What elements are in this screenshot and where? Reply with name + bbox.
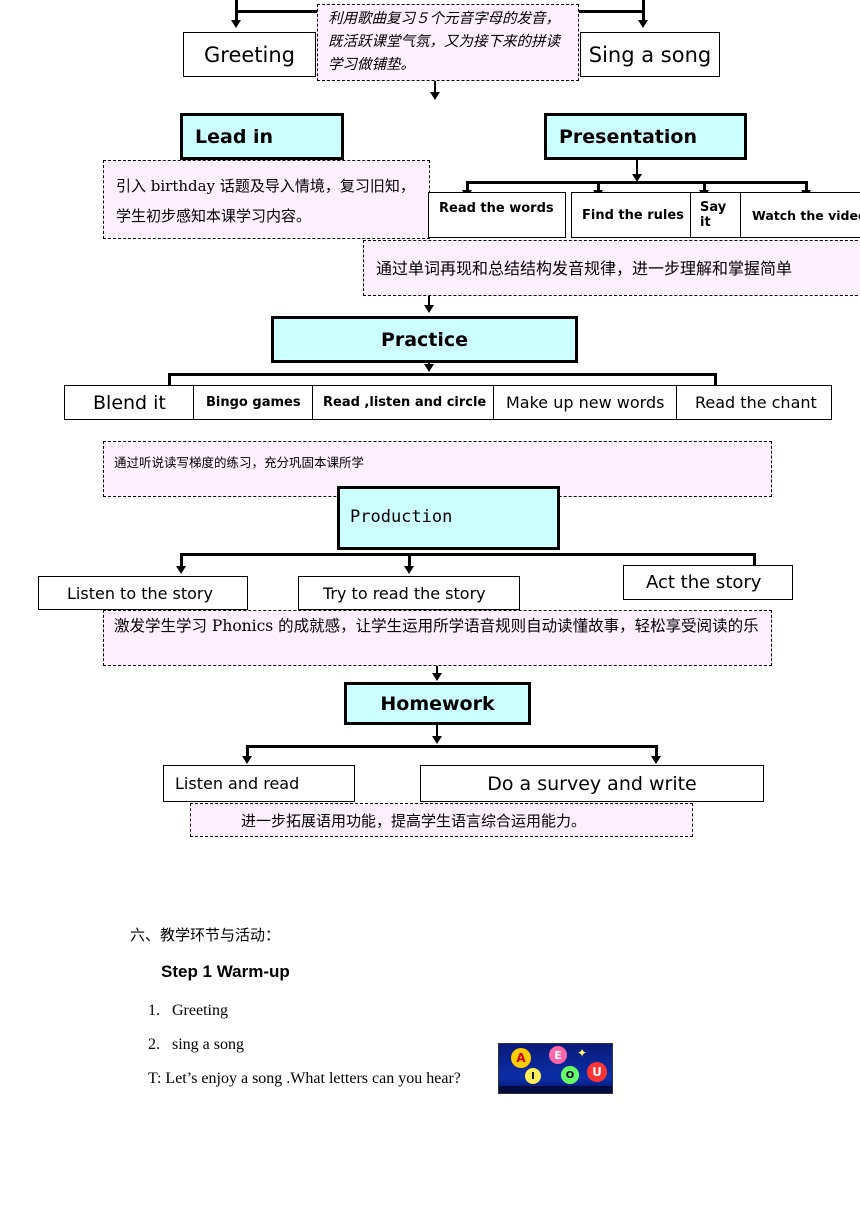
say-it-box: Say it (690, 192, 742, 238)
song-video-thumbnail[interactable]: A E I O U ✦ (498, 1043, 613, 1094)
listen-to-the-story-label: Listen to the story (67, 583, 213, 603)
list-item-sing: 2. sing a song (148, 1036, 244, 1053)
lead-in-note: 引入 birthday 话题及导入情境，复习旧知，学生初步感知本课学习内容。 (103, 160, 430, 239)
production-note-text: 激发学生学习 Phonics 的成就感，让学生运用所学语音规则自动读懂故事，轻松… (114, 617, 759, 635)
thumb-letter-i: I (525, 1068, 541, 1084)
read-the-chant-box: Read the chant (676, 385, 832, 420)
bingo-games-box: Bingo games (193, 385, 313, 420)
list-item-greeting: 1. Greeting (148, 1002, 228, 1019)
thumb-footer-strip (499, 1086, 612, 1093)
homework-note: 进一步拓展语用功能，提高学生语言综合运用能力。 (190, 803, 693, 837)
sing-a-song-box: Sing a song (580, 32, 720, 77)
top-note: 利用歌曲复习５个元音字母的发音，既活跃课堂气氛，又为接下来的拼读学习做铺垫。 (317, 4, 579, 81)
act-the-story-box: Act the story (623, 565, 793, 600)
production-note: 激发学生学习 Phonics 的成就感，让学生运用所学语音规则自动读懂故事，轻松… (103, 610, 772, 666)
listen-to-the-story-box: Listen to the story (38, 576, 248, 610)
thumb-letter-o: O (561, 1066, 579, 1084)
presentation-note-text: 通过单词再现和总结结构发音规律，进一步理解和掌握简单 (376, 259, 793, 278)
thumb-letter-a: A (511, 1048, 531, 1068)
practice-note-text: 通过听说读写梯度的练习，充分巩固本课所学 (114, 455, 365, 470)
sing-a-song-label: Sing a song (588, 42, 712, 67)
do-a-survey-box: Do a survey and write (420, 765, 764, 802)
lead-in-title: Lead in (195, 125, 274, 148)
read-the-chant-label: Read the chant (695, 393, 817, 412)
read-the-words-label: Read the words (439, 201, 554, 216)
read-listen-circle-label: Read ,listen and circle (323, 395, 487, 410)
practice-box: Practice (271, 316, 578, 363)
practice-title: Practice (380, 328, 469, 351)
thumb-letter-e: E (549, 1046, 567, 1064)
thumb-star-icon: ✦ (577, 1046, 588, 1060)
presentation-box: Presentation (544, 113, 747, 160)
say-it-label: Say it (700, 200, 727, 230)
thumb-letter-u: U (587, 1062, 607, 1082)
section-heading: 六、教学环节与活动： (130, 926, 281, 944)
watch-the-video-box: Watch the video (740, 192, 860, 238)
homework-title: Homework (380, 692, 495, 715)
watch-the-video-label: Watch the video (752, 207, 860, 223)
act-the-story-label: Act the story (646, 572, 762, 593)
homework-note-text: 进一步拓展语用功能，提高学生语言综合运用能力。 (241, 812, 587, 830)
bingo-games-label: Bingo games (206, 395, 301, 410)
read-the-words-box: Read the words (428, 192, 566, 238)
read-listen-circle-box: Read ,listen and circle (312, 385, 494, 420)
lead-in-box: Lead in (180, 113, 344, 160)
production-box: Production (337, 486, 560, 550)
make-up-new-words-label: Make up new words (506, 393, 665, 412)
blend-it-label: Blend it (93, 391, 166, 414)
presentation-title: Presentation (559, 125, 697, 148)
lead-in-note-text: 引入 birthday 话题及导入情境，复习旧知，学生初步感知本课学习内容。 (116, 177, 415, 225)
blend-it-box: Blend it (64, 385, 194, 420)
find-the-rules-box: Find the rules (571, 192, 691, 238)
find-the-rules-label: Find the rules (582, 207, 684, 223)
homework-box: Homework (344, 682, 531, 725)
do-a-survey-label: Do a survey and write (487, 772, 697, 795)
make-up-new-words-box: Make up new words (493, 385, 677, 420)
try-to-read-the-story-box: Try to read the story (298, 576, 520, 610)
presentation-note: 通过单词再现和总结结构发音规律，进一步理解和掌握简单 (363, 240, 860, 296)
greeting-box: Greeting (183, 32, 316, 77)
production-title: Production (350, 507, 453, 527)
top-note-text: 利用歌曲复习５个元音字母的发音，既活跃课堂气氛，又为接下来的拼读学习做铺垫。 (328, 11, 560, 73)
teacher-line: T: Let’s enjoy a song .What letters can … (148, 1070, 461, 1087)
listen-and-read-label: Listen and read (175, 774, 300, 793)
try-to-read-the-story-label: Try to read the story (323, 583, 486, 603)
listen-and-read-box: Listen and read (163, 765, 355, 802)
step-heading: Step 1 Warm-up (161, 962, 290, 981)
greeting-label: Greeting (204, 42, 295, 67)
